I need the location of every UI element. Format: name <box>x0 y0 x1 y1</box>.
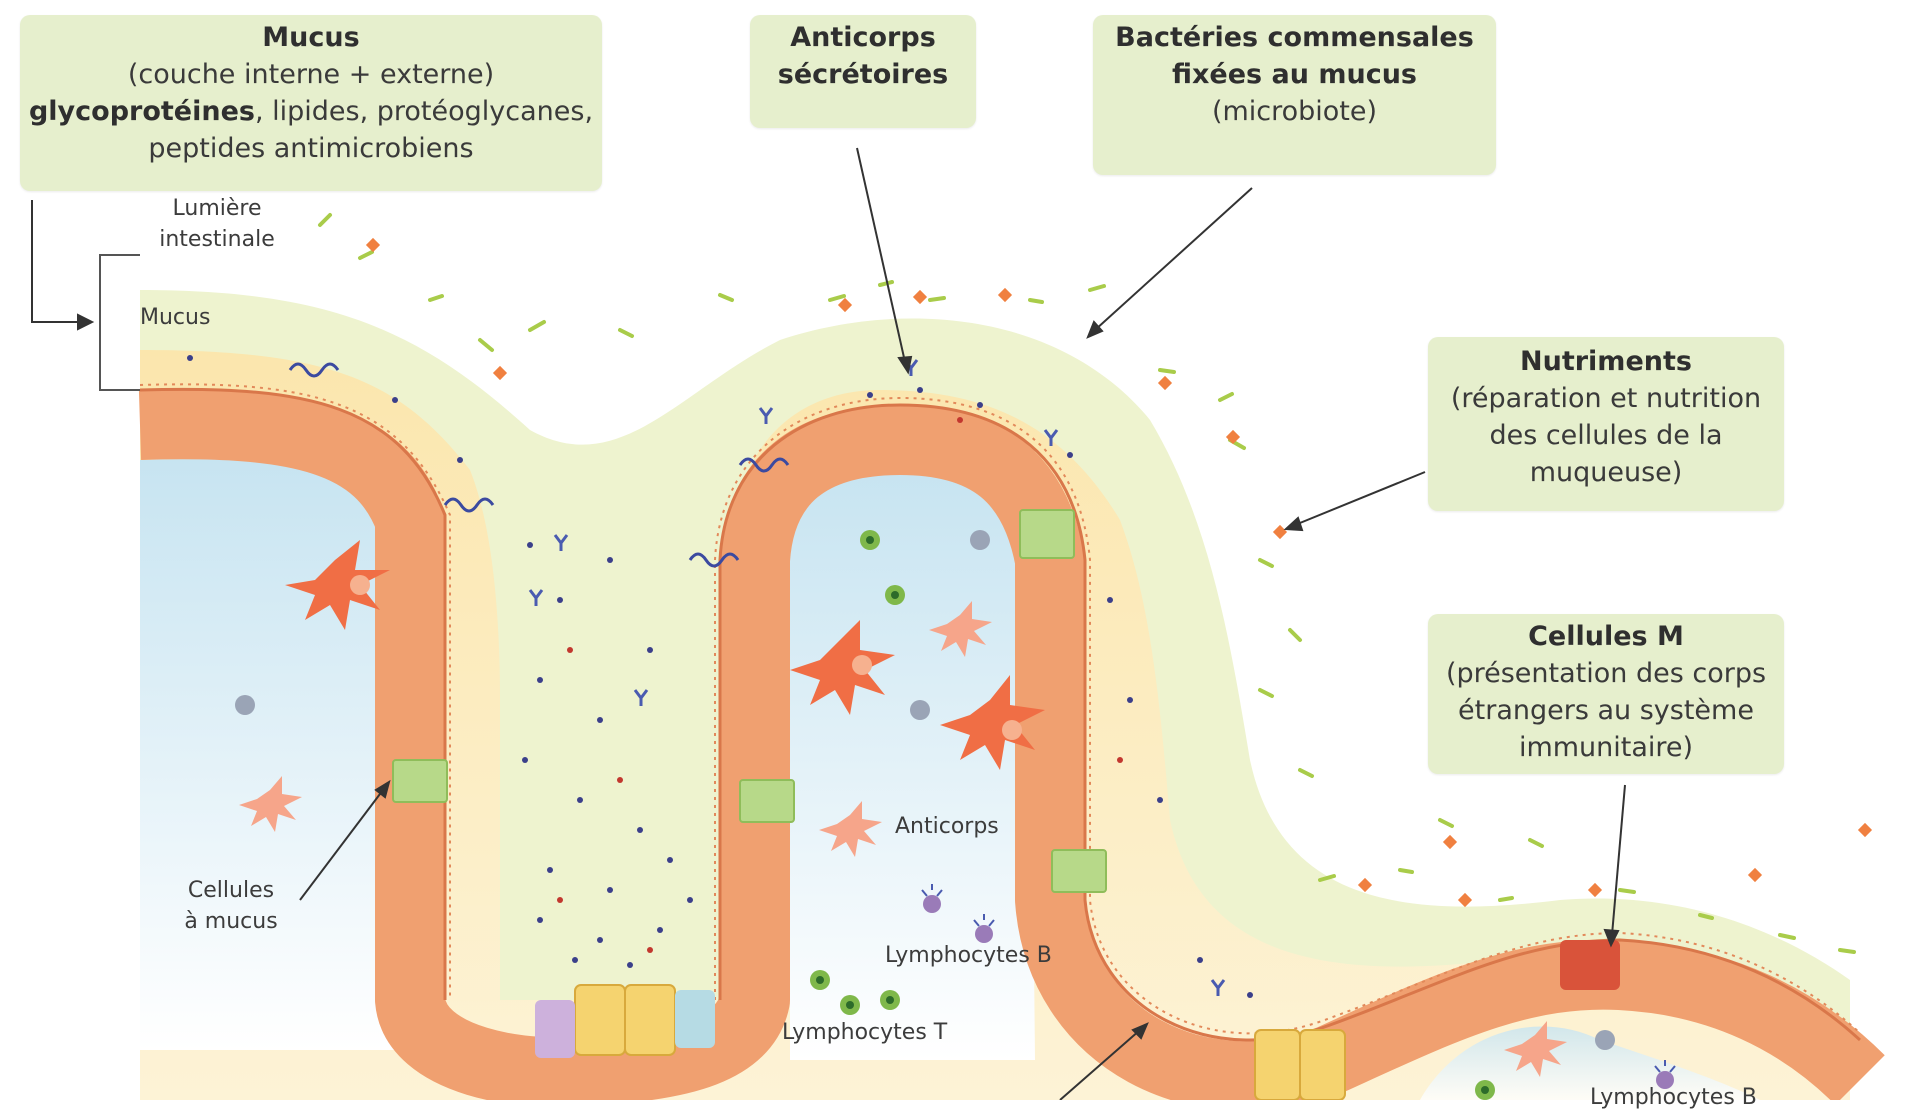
mucus-label: Mucus <box>140 305 211 330</box>
cellules-mucus-label-line1: Cellules <box>187 878 275 903</box>
anticorps-box-line1: Anticorps <box>790 22 936 53</box>
lumiere-label-line1: Lumière <box>172 196 262 221</box>
bacteria-icon <box>318 213 1856 954</box>
lymphocytes-t-label: Lymphocytes T <box>782 1020 948 1045</box>
lymphocytes-b-label: Lymphocytes B <box>885 943 1052 968</box>
nutrient-icon <box>365 237 1873 908</box>
arrow-icon <box>31 147 1626 1100</box>
brush-border-right <box>714 396 1861 1035</box>
lymphocyte-b-icon <box>921 884 1676 1089</box>
goblet-cell <box>739 779 795 823</box>
mucus-box-line4: peptides antimicrobiens <box>148 133 474 164</box>
goblet-cell <box>1051 849 1107 893</box>
antimicrobial-dots-red <box>557 417 1123 953</box>
bracket-icon <box>99 254 140 391</box>
mucus-callout-box: Mucus (couche interne + externe) glycopr… <box>20 15 602 191</box>
bacteries-callout-box: Bactéries commensales fixées au mucus (m… <box>1093 15 1496 175</box>
cellules-m-box-line2: (présentation des corps <box>1445 658 1767 689</box>
nutriments-box-line2: (réparation et nutrition <box>1450 383 1762 414</box>
bacteries-box-line2: fixées au mucus <box>1171 59 1418 90</box>
goblet-cell <box>392 759 448 803</box>
anticorps-callout-box: Anticorps sécrétoires <box>750 15 976 128</box>
lymphocyte-t-icon <box>810 530 1495 1100</box>
nutriments-box-line3: des cellules de la <box>1489 420 1723 451</box>
lamina-propria-villus <box>790 470 1035 1060</box>
paneth-cell <box>1299 1029 1346 1100</box>
cellules-m-box-line4: immunitaire) <box>1518 732 1694 763</box>
cellules-m-callout-box: Cellules M (présentation des corps étran… <box>1428 614 1784 774</box>
epithelium-band <box>138 389 1885 1100</box>
cellules-m-box-title: Cellules M <box>1528 621 1684 652</box>
stem-cell <box>675 990 715 1048</box>
lamina-propria-right <box>1420 1026 1760 1100</box>
antibody-icon <box>528 359 1226 996</box>
mucus-box-line3: , lipides, protéoglycanes, <box>254 96 594 127</box>
anticorps-box-line2: sécrétoires <box>777 59 949 90</box>
nutriments-callout-box: Nutriments (réparation et nutrition des … <box>1428 337 1784 511</box>
anticorps-label: Anticorps <box>895 814 999 839</box>
dendritic-cell-icon <box>239 601 1567 1077</box>
paneth-cell <box>624 984 676 1056</box>
mucus-box-title: Mucus <box>262 22 360 53</box>
epithelium-outline <box>139 387 447 1000</box>
lymphocytes-b-label-2: Lymphocytes B <box>1590 1085 1757 1110</box>
cellules-m-box-line3: étrangers au système <box>1458 695 1754 726</box>
bacteries-box-line3: (microbiote) <box>1211 96 1378 127</box>
epithelium-outline-2 <box>718 403 1862 1042</box>
m-cell <box>1560 940 1620 990</box>
antimicrobial-dots <box>187 355 1253 998</box>
cellules-mucus-label: Cellules à mucus <box>176 875 286 937</box>
brush-border-left <box>139 383 451 1000</box>
paneth-cell <box>574 984 626 1056</box>
stem-cell <box>535 1000 575 1058</box>
mucin-strand <box>738 457 790 473</box>
nutriments-box-title: Nutriments <box>1520 346 1692 377</box>
goblet-cell <box>1019 509 1075 559</box>
dendritic-cell-icon <box>285 540 1045 770</box>
mucin-strand <box>288 362 340 378</box>
virus-icon <box>235 530 1615 1050</box>
nutriments-box-line4: muqueuse) <box>1529 457 1683 488</box>
bacteries-box-line1: Bactéries commensales <box>1115 22 1474 53</box>
mucin-strand <box>443 497 495 513</box>
mucus-box-bold: glycoprotéines <box>28 96 255 127</box>
paneth-cell <box>1254 1029 1301 1100</box>
lumiere-label: Lumière intestinale <box>150 193 284 255</box>
mucin-strand <box>688 552 740 568</box>
cellules-mucus-label-line2: à mucus <box>184 909 278 934</box>
lumiere-label-line2: intestinale <box>159 227 275 252</box>
mucus-box-line2: (couche interne + externe) <box>127 59 495 90</box>
